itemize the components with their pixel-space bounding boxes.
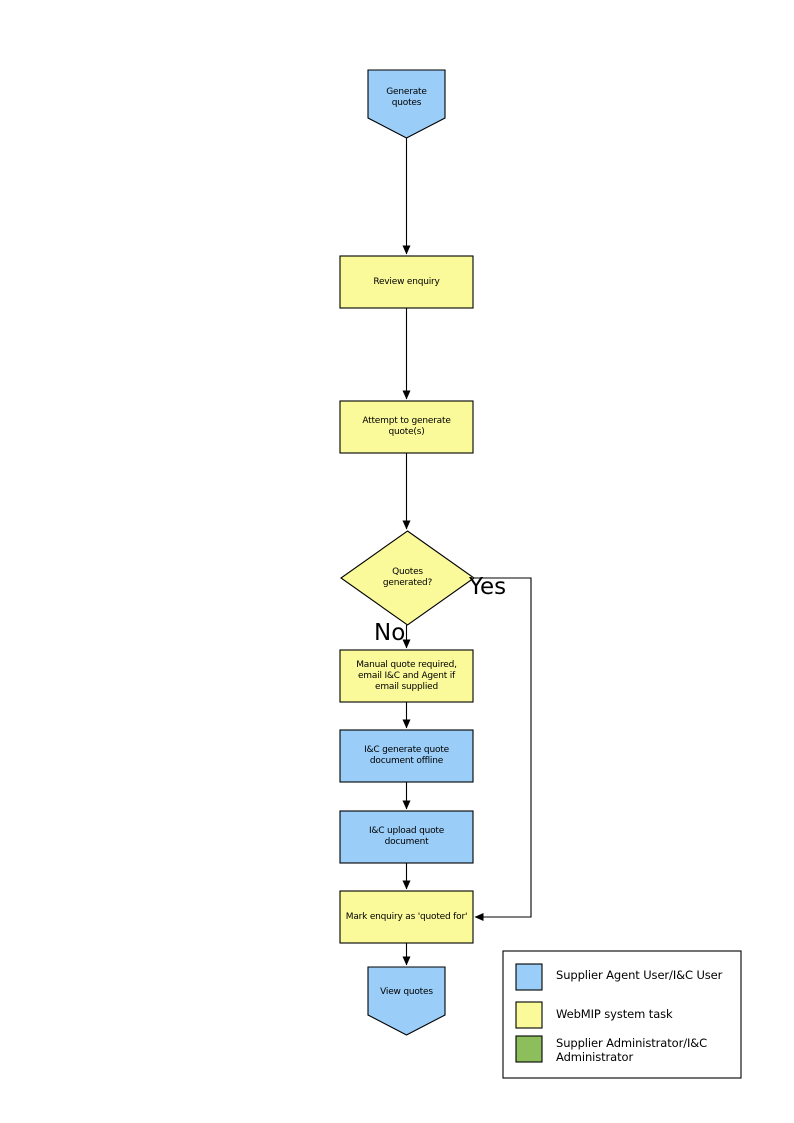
- node-view-quotes[interactable]: [367, 966, 446, 1036]
- legend-swatch-system: [515, 1001, 543, 1029]
- node-ic-generate-quote-offline[interactable]: [339, 729, 474, 783]
- legend-label-system: WebMIP system task: [556, 1007, 673, 1021]
- legend-label-admin: Supplier Administrator/I&C Administrator: [556, 1036, 707, 1064]
- node-mark-enquiry-quoted-for[interactable]: [339, 890, 474, 944]
- legend-swatch-admin: [515, 1035, 543, 1063]
- node-quotes-generated[interactable]: [340, 530, 475, 626]
- node-attempt-generate-quotes[interactable]: [339, 400, 474, 454]
- edge-label-no: No: [374, 620, 406, 646]
- legend-text-line: Supplier Administrator/I&C: [556, 1036, 708, 1050]
- node-manual-quote-required[interactable]: [339, 649, 474, 703]
- legend-label-user: Supplier Agent User/I&C User: [556, 968, 722, 982]
- legend-text-line: Supplier Agent User/I&C User: [556, 968, 723, 982]
- node-review-enquiry[interactable]: [339, 255, 474, 309]
- edge-decision-yes-to-mark: [474, 577, 532, 921]
- legend-text-line: WebMIP system task: [556, 1007, 673, 1021]
- legend-swatch-user: [515, 963, 543, 991]
- legend-panel: [502, 950, 742, 1079]
- node-generate-quotes[interactable]: [367, 69, 446, 139]
- legend-text-line: Administrator: [556, 1050, 634, 1064]
- edge-label-yes: Yes: [469, 574, 507, 600]
- node-ic-upload-quote-document[interactable]: [339, 810, 474, 864]
